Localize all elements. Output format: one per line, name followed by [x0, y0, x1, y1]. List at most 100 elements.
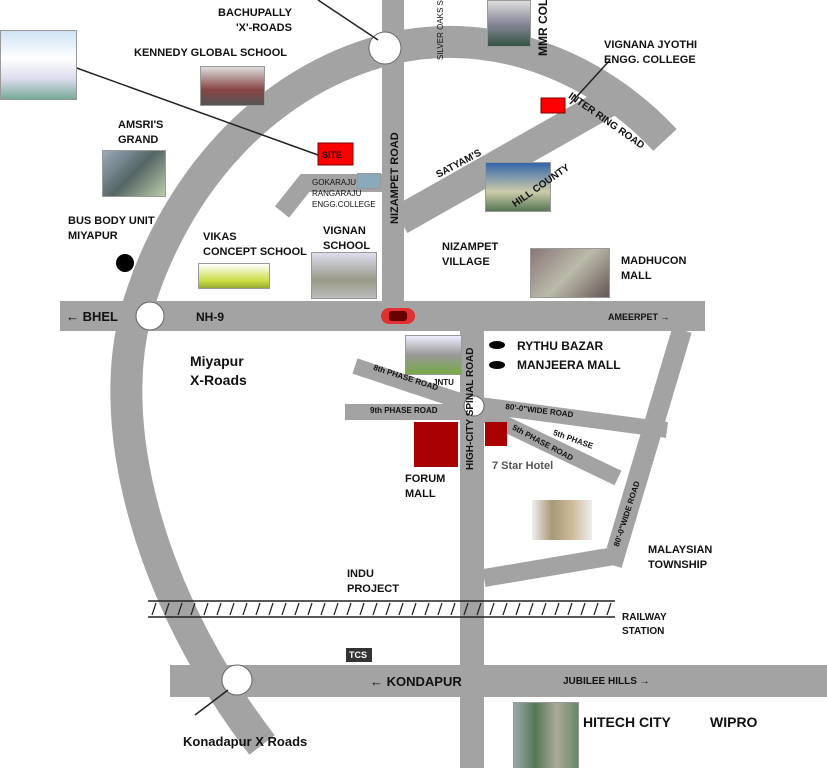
railway-tie — [528, 602, 534, 616]
railway-tie — [268, 602, 274, 616]
railway-tie — [411, 602, 417, 616]
tcs-badge — [346, 648, 372, 662]
railway-tie — [450, 602, 456, 616]
satyams-road — [392, 86, 620, 234]
manjeera-label: MANJEERA MALL — [517, 358, 621, 372]
silver-oaks-label: SILVER OAKS SCHOOL — [436, 0, 445, 60]
railway-tie — [320, 602, 326, 616]
site-marker[interactable] — [317, 142, 354, 166]
railway-tie — [385, 602, 391, 616]
railway-tie — [424, 602, 430, 616]
bachupally-label: BACHUPALLY'X'-ROADS — [218, 7, 292, 34]
project-building-photo — [0, 30, 77, 100]
kennedy-label: KENNEDY GLOBAL SCHOOL — [134, 47, 287, 59]
railway-tie — [151, 602, 157, 616]
railway-tie — [515, 602, 521, 616]
hitech-photo — [513, 702, 579, 768]
wide80-road — [478, 397, 669, 438]
hotel-label: 7 Star Hotel — [492, 460, 554, 472]
wide80b-road — [602, 327, 692, 568]
railway-tie — [502, 602, 508, 616]
railway-tie — [593, 602, 599, 616]
bus-body-unit-marker — [116, 254, 134, 272]
railway-tie — [554, 602, 560, 616]
vignan-photo — [311, 252, 377, 299]
nh9-label: NH-9 — [196, 310, 225, 324]
railway-tie — [190, 602, 196, 616]
railway-tie — [606, 602, 612, 616]
township-road — [482, 546, 622, 587]
rythu-marker — [489, 341, 505, 349]
railway-tie — [229, 602, 235, 616]
railway-tie — [242, 602, 248, 616]
railway-tie — [164, 602, 170, 616]
amsri-photo — [102, 150, 166, 197]
konadapur-x-label: Konadapur X Roads — [183, 734, 308, 749]
ameerpet-label: AMEERPET → — [608, 312, 670, 322]
railway-tie — [281, 602, 287, 616]
mmr-photo — [487, 0, 531, 47]
jntu-photo — [405, 335, 462, 375]
railway-tie — [346, 602, 352, 616]
railway-tie — [255, 602, 261, 616]
railway-tie — [541, 602, 547, 616]
railway-tie — [216, 602, 222, 616]
jubilee-hills-label: JUBILEE HILLS → — [563, 676, 650, 687]
railway-tie — [294, 602, 300, 616]
phase9-label: 9th PHASE ROAD — [370, 406, 438, 415]
hill-county-photo — [485, 162, 551, 212]
phase8-road — [352, 358, 475, 413]
railway-tie — [580, 602, 586, 616]
jntu-roundabout — [463, 395, 485, 417]
jntu-label: JNTU — [433, 378, 454, 387]
spinal-road-label: HIGH-CITY SPINAL ROAD — [465, 347, 476, 470]
railway-tie — [463, 602, 469, 616]
railway-tie — [437, 602, 443, 616]
railway-tie — [567, 602, 573, 616]
railway-tie — [476, 602, 482, 616]
kennedy-photo — [200, 66, 265, 106]
forum-mall-block — [414, 422, 458, 467]
railway-tie — [489, 602, 495, 616]
railway-tie — [307, 602, 313, 616]
vignana-marker — [540, 97, 566, 114]
gokaraju-photo — [357, 173, 381, 189]
mmr-label: MMR COLLEGE — [536, 0, 550, 56]
railway-tie — [177, 602, 183, 616]
township-photo — [532, 500, 592, 540]
wipro-label: WIPRO — [710, 714, 758, 730]
kondapur-label: ← KONDAPUR — [370, 674, 462, 689]
railway-tie — [359, 602, 365, 616]
madhucon-photo — [530, 248, 610, 298]
railway-tie — [398, 602, 404, 616]
railway-tie — [333, 602, 339, 616]
tcs-label: TCS — [349, 650, 367, 660]
outer-ring-road — [110, 25, 677, 755]
railway-line — [148, 600, 615, 618]
manjeera-marker — [489, 361, 505, 369]
hitech-label: HITECH CITY — [583, 714, 671, 730]
railway-tie — [203, 602, 209, 616]
miyapur-roundabout — [135, 301, 165, 331]
hotel-block — [485, 422, 507, 446]
site-label[interactable]: SITE — [322, 150, 343, 160]
bhel-label: ← BHEL — [66, 309, 118, 324]
nizampet-road-label: NIZAMPET ROAD — [389, 132, 401, 224]
vikas-photo — [198, 263, 270, 289]
railway-tie — [372, 602, 378, 616]
kondapur-roundabout — [221, 664, 253, 696]
